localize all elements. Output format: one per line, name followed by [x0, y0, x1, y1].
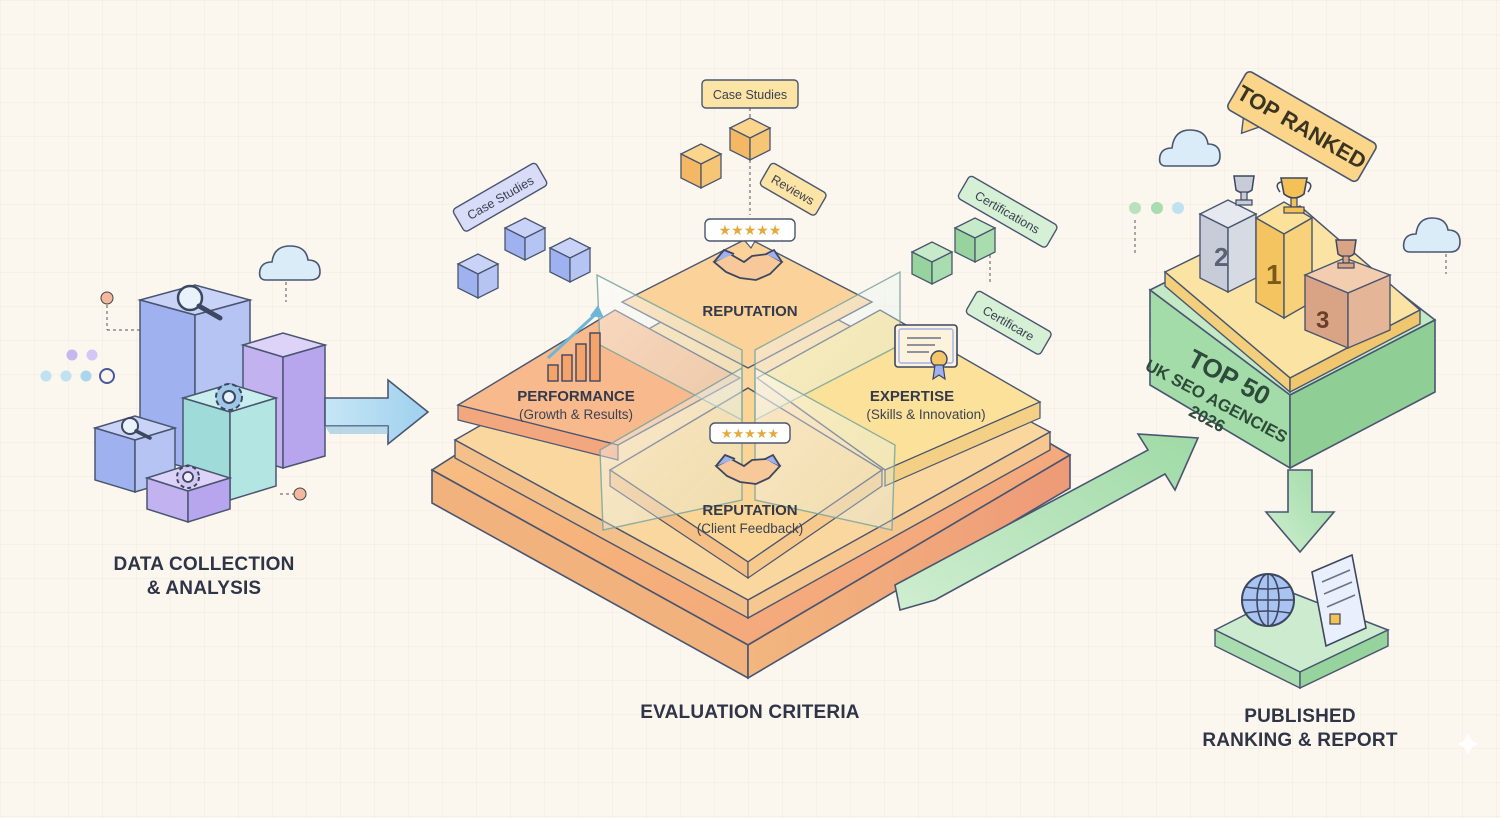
arrow-icon: [894, 433, 1200, 612]
criterion-bottom-subtitle: (Client Feedback): [697, 521, 804, 536]
case-studies-top-group: Case Studies Reviews: [679, 79, 827, 216]
podium-second-number: 2: [1214, 242, 1228, 272]
cloud-icon: [258, 245, 321, 302]
cube: [548, 237, 592, 284]
criterion-top-title: REPUTATION: [702, 303, 797, 320]
trophy-icon: [1233, 175, 1255, 206]
criterion-right-title: EXPERTISE: [870, 388, 954, 405]
glass-dividers: [596, 270, 901, 531]
cube: [953, 217, 997, 264]
cloud-icon: [1402, 217, 1461, 274]
published-title-line1: PUBLISHED: [1244, 706, 1356, 727]
base-layer-right: [747, 453, 1071, 680]
gear-icon: [176, 465, 200, 489]
star-rating-icon: ★★★★★: [709, 422, 791, 444]
certifications-group: Certifications Certificare: [910, 175, 1058, 355]
cube: [728, 117, 772, 162]
magnifier-icon: [176, 284, 223, 321]
certificate-icon: [894, 324, 958, 381]
checklist-icon: [1311, 553, 1367, 648]
decorative-dots: [1129, 202, 1184, 255]
cube: [679, 143, 723, 190]
data-collection-title-line1: DATA COLLECTION: [113, 554, 294, 575]
criterion-left-title: PERFORMANCE: [517, 388, 635, 405]
ranking-cluster: 2 1 3: [1129, 71, 1461, 690]
case-studies-left-group: Case Studies: [452, 162, 592, 300]
star-rating-icon: ★★★★★: [704, 218, 796, 250]
criterion-left-subtitle: (Growth & Results): [519, 407, 633, 422]
svg-text:Case Studies: Case Studies: [713, 88, 787, 102]
podium-third: 3: [1303, 257, 1392, 350]
decorative-dots: [40, 291, 307, 501]
arrow-icon: [1264, 469, 1336, 554]
trophy-icon: [1276, 177, 1312, 214]
cube: [503, 217, 547, 262]
podium-first-number: 1: [1266, 259, 1282, 290]
svg-text:★★★★★: ★★★★★: [721, 426, 779, 441]
handshake-icon: [712, 248, 784, 281]
bar-chart-icon: [546, 305, 604, 382]
svg-text:★★★★★: ★★★★★: [719, 222, 782, 238]
tag-case-studies-top: Case Studies: [701, 79, 799, 109]
criterion-right-subtitle: (Skills & Innovation): [866, 407, 985, 422]
data-collection-title-line2: & ANALYSIS: [147, 578, 262, 599]
trophy-icon: [1335, 239, 1357, 269]
magnifier-icon: [121, 417, 152, 440]
published-title-line2: RANKING & REPORT: [1202, 730, 1398, 751]
quadrant-top: [620, 237, 874, 369]
sparkle-icon: [1456, 732, 1480, 756]
evaluation-title: EVALUATION CRITERIA: [640, 702, 860, 723]
cube: [910, 241, 954, 286]
podium-second: 2: [1198, 199, 1258, 294]
tag-reviews: Reviews: [759, 162, 827, 216]
green-box-right: [1289, 318, 1436, 470]
arrow-icon: [324, 378, 430, 446]
handshake-icon: [714, 453, 782, 485]
cube: [456, 253, 500, 300]
podium-first: 1: [1254, 201, 1314, 320]
small-blue-block: [92, 415, 178, 494]
podium-third-number: 3: [1316, 307, 1329, 334]
data-collection-cluster: [40, 245, 328, 524]
criterion-bottom-title: REPUTATION: [702, 502, 797, 519]
small-purple-block: [144, 464, 233, 524]
gear-icon: [215, 383, 243, 411]
globe-icon: [1241, 573, 1295, 627]
cloud-icon: [1158, 129, 1221, 167]
